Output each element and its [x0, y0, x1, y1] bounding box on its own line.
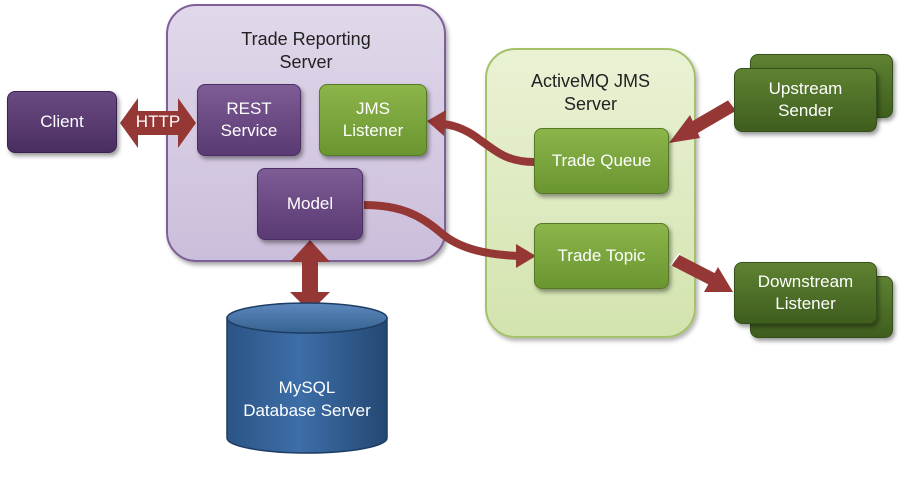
database-label: MySQL Database Server: [243, 378, 371, 420]
trade-topic-box: Trade Topic: [534, 223, 669, 289]
queue-to-listener-arrow: [439, 120, 536, 166]
topic-to-downstream-arrow: [669, 252, 733, 292]
http-label: HTTP: [135, 112, 181, 131]
model-box: Model: [257, 168, 363, 240]
downstream-listener-box: Downstream Listener: [734, 262, 877, 324]
upstream-sender-box: Upstream Sender: [734, 68, 877, 132]
client-box: Client: [7, 91, 117, 153]
upstream-to-queue-arrow: [669, 98, 739, 143]
model-database-arrow: [290, 240, 330, 312]
activemq-server-title: ActiveMQ JMS Server: [530, 71, 650, 114]
rest-service-box: REST Service: [197, 84, 301, 156]
trade-queue-box: Trade Queue: [534, 128, 669, 194]
model-to-topic-arrow: [363, 201, 521, 260]
database-cylinder: [226, 302, 388, 454]
jms-listener-box: JMS Listener: [319, 84, 427, 156]
trade-reporting-server-title: Trade Reporting Server: [241, 29, 371, 72]
http-arrow: [120, 98, 196, 148]
